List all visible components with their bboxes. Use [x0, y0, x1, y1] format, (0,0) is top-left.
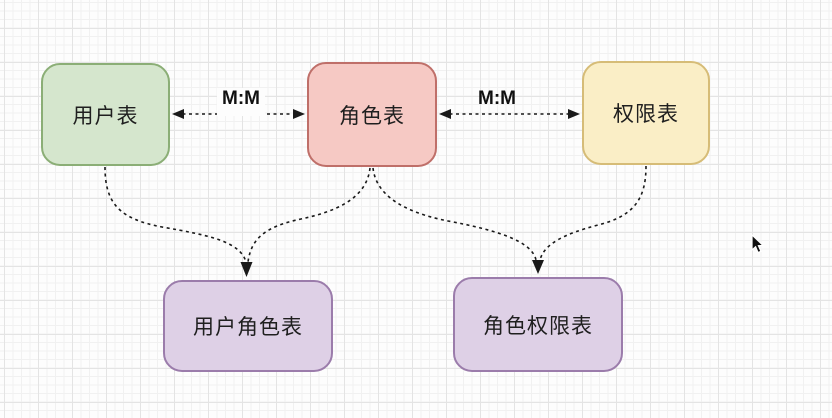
edge-user-to-userrole[interactable]	[104, 166, 247, 263]
node-permission-table[interactable]: 权限表	[582, 61, 710, 165]
edge-label-mm-role-permission[interactable]: M:M	[478, 88, 516, 109]
node-role-permission-table[interactable]: 角色权限表	[453, 277, 623, 372]
node-user-role-table-label: 用户角色表	[193, 316, 303, 339]
node-role-table[interactable]: 角色表	[307, 62, 437, 167]
edge-label-mm-user-role[interactable]: M:M	[217, 88, 265, 116]
edge-role-to-rolepermission[interactable]	[372, 167, 537, 261]
edge-permission-to-rolepermission[interactable]	[532, 165, 647, 274]
node-role-table-label: 角色表	[339, 104, 405, 128]
node-user-table-label: 用户表	[72, 104, 139, 128]
node-role-permission-table-label: 角色权限表	[483, 314, 593, 338]
node-permission-table-label: 权限表	[613, 103, 679, 126]
node-user-table[interactable]: 用户表	[41, 63, 170, 166]
node-user-role-table[interactable]: 用户角色表	[163, 280, 333, 372]
mouse-cursor-icon	[751, 233, 765, 254]
edge-role-to-userrole[interactable]	[240, 167, 371, 277]
